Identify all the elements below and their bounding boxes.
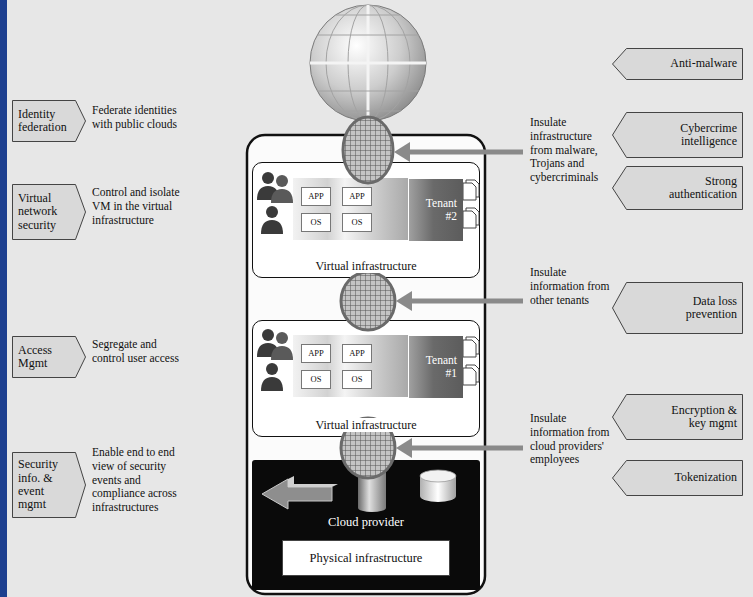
- slide-edge: [0, 0, 7, 597]
- layer-label: APP: [349, 349, 365, 358]
- note-text: Enable end to end view of security event…: [92, 446, 188, 515]
- layer-label: OS: [311, 375, 322, 384]
- box-label: Cloud provider: [328, 515, 404, 530]
- control-name: Cybercrime intelligence: [612, 119, 743, 152]
- security-control-tab: Encryption & key mgmt: [612, 394, 743, 440]
- pointer-arrow: [394, 142, 523, 458]
- tenant-box: Tenant #2: [409, 179, 463, 241]
- virtual-infrastructure-box: Virtual infrastructure APP OS APP OS Tenant #…: [252, 162, 480, 278]
- box-label: Physical infrastructure: [304, 549, 429, 568]
- tenant-label: Tenant #2: [409, 195, 463, 225]
- note-text: Insulate infrastructure from malware, Tr…: [530, 116, 610, 185]
- control-name: Identity federation: [12, 105, 86, 138]
- note-text: Insulate information from cloud provider…: [530, 412, 610, 467]
- note-text: Segregate and control user access: [92, 338, 180, 366]
- control-name: Tokenization: [612, 468, 743, 487]
- box-label: Virtual infrastructure: [313, 418, 420, 432]
- control-name: Anti-malware: [612, 54, 743, 73]
- control-name: Virtual network security: [12, 189, 86, 235]
- control-name: Security info. & event mgmt: [12, 455, 86, 515]
- note-text: Control and isolate VM in the virtual in…: [92, 186, 197, 227]
- security-control-tab: Cybercrime intelligence: [612, 112, 743, 158]
- globe: [310, 5, 426, 121]
- security-control-tab: Data loss prevention: [612, 282, 743, 334]
- physical-infrastructure-box: Physical infrastructure: [282, 540, 450, 576]
- security-control-tab: Anti-malware: [612, 48, 743, 80]
- box-label: Virtual infrastructure: [313, 259, 420, 273]
- isolation-mesh: [341, 117, 395, 478]
- layer-label: APP: [349, 192, 365, 201]
- stack-layer-box: APP: [342, 187, 372, 206]
- note-text: Insulate information from other tenants: [530, 266, 610, 307]
- cloud-boundary: [247, 135, 485, 594]
- security-control-tab: Strong authentication: [612, 166, 743, 210]
- hardware-icons: [262, 462, 456, 512]
- layer-label: OS: [352, 218, 363, 227]
- security-control-tab: Access Mgmt: [12, 336, 86, 378]
- stack-layer-box: OS: [301, 370, 331, 389]
- control-name: Encryption & key mgmt: [612, 401, 743, 434]
- security-control-tab: Security info. & event mgmt: [12, 452, 86, 518]
- security-control-tab: Tokenization: [612, 460, 743, 496]
- control-name: Access Mgmt: [12, 341, 86, 374]
- stack-layer-box: APP: [301, 344, 331, 363]
- control-name: Data loss prevention: [612, 292, 743, 325]
- layer-label: OS: [352, 375, 363, 384]
- stack-layer-box: APP: [342, 344, 372, 363]
- user-icons: [257, 172, 293, 391]
- cloud-provider-box: Cloud providerPhysical infrastructure: [252, 460, 480, 590]
- tenant-box: Tenant #1: [409, 336, 463, 398]
- document-icons: [463, 180, 479, 385]
- stack-layer-box: OS: [342, 213, 372, 232]
- stack-band: [293, 335, 408, 397]
- stack-layer-box: OS: [342, 370, 372, 389]
- layer-label: APP: [308, 349, 324, 358]
- layer-label: APP: [308, 192, 324, 201]
- security-control-tab: Virtual network security: [12, 184, 86, 240]
- stack-layer-box: OS: [301, 213, 331, 232]
- control-name: Strong authentication: [612, 172, 743, 205]
- stack-band: [293, 178, 408, 240]
- stack-layer-box: APP: [301, 187, 331, 206]
- security-control-tab: Identity federation: [12, 100, 86, 142]
- layer-label: OS: [311, 218, 322, 227]
- virtual-infrastructure-box: Virtual infrastructure APP OS APP OS Tenant #…: [252, 320, 480, 437]
- tenant-label: Tenant #1: [409, 352, 463, 382]
- note-text: Federate identities with public clouds: [92, 104, 197, 132]
